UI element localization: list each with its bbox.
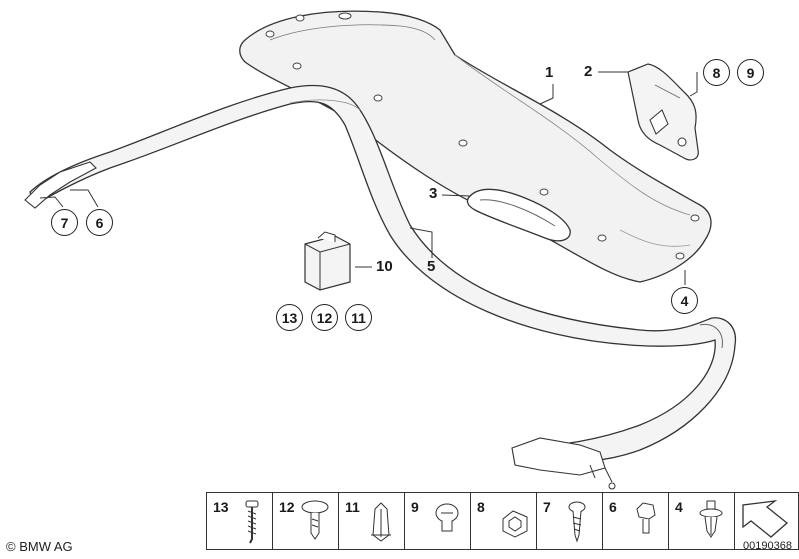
legend-number: 11 <box>345 499 360 515</box>
label-1: 1 <box>545 64 554 81</box>
label-3: 3 <box>429 185 438 202</box>
callout-6: 6 <box>86 209 113 236</box>
trim-panel-part-1 <box>239 10 712 283</box>
callout-12: 12 <box>311 304 338 331</box>
clip-part-10 <box>304 231 351 291</box>
callout-13: 13 <box>276 304 303 331</box>
handle-part-3 <box>466 188 571 242</box>
fastener-legend: 13 12 11 9 8 <box>206 492 799 552</box>
legend-number: 12 <box>279 499 295 515</box>
callout-11: 11 <box>345 304 372 331</box>
screw-icon <box>245 500 259 544</box>
legend-number: 4 <box>675 499 683 515</box>
legend-cell-9: 9 <box>404 492 471 550</box>
clip-nut-icon <box>502 510 528 538</box>
callout-4: 4 <box>671 287 698 314</box>
plug-icon <box>435 503 459 532</box>
expanding-clip-icon <box>371 502 391 542</box>
label-5: 5 <box>427 258 436 275</box>
callout-8: 8 <box>703 59 730 86</box>
tapping-screw-icon <box>568 501 586 543</box>
callout-7: 7 <box>51 209 78 236</box>
legend-cell-4: 4 <box>668 492 735 550</box>
label-2: 2 <box>584 63 593 80</box>
legend-number: 8 <box>477 499 485 515</box>
legend-cell-11: 11 <box>338 492 405 550</box>
legend-cell-6: 6 <box>602 492 669 550</box>
legend-cell-7: 7 <box>536 492 603 550</box>
copyright-notice: © BMW AG <box>6 539 73 554</box>
label-10: 10 <box>376 258 393 275</box>
legend-number: 9 <box>411 499 419 515</box>
rivet-icon <box>301 500 329 540</box>
legend-cell-8: 8 <box>470 492 537 550</box>
legend-number: 13 <box>213 499 229 515</box>
bolt-icon <box>636 502 656 534</box>
legend-cell-13: 13 <box>206 492 273 550</box>
diagram-code: 00190368 <box>743 540 792 552</box>
legend-number: 7 <box>543 499 551 515</box>
arrow-icon <box>742 500 789 538</box>
legend-cell-12: 12 <box>272 492 339 550</box>
spreader-rivet-icon <box>699 500 723 538</box>
callout-9: 9 <box>737 59 764 86</box>
legend-number: 6 <box>609 499 617 515</box>
